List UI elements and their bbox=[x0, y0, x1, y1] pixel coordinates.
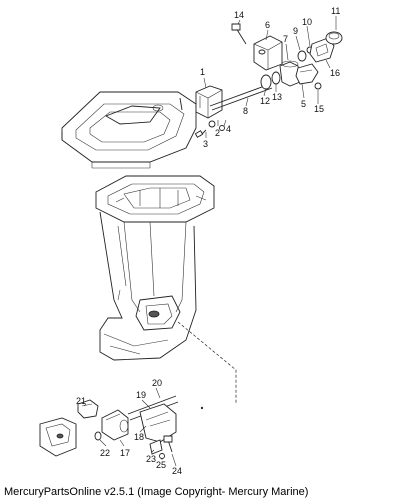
callout-2: 2 bbox=[215, 128, 220, 138]
top-plate bbox=[61, 91, 197, 169]
callout-10: 10 bbox=[302, 17, 312, 27]
driveshaft-housing bbox=[95, 175, 215, 361]
callout-24: 24 bbox=[172, 466, 182, 476]
callout-18: 18 bbox=[134, 432, 144, 442]
callout-6: 6 bbox=[265, 20, 270, 30]
callout-14: 14 bbox=[234, 10, 244, 20]
callout-17: 17 bbox=[120, 448, 130, 458]
callout-23: 23 bbox=[146, 454, 156, 464]
callout-7: 7 bbox=[283, 34, 288, 44]
callout-labels: 1 2 3 4 5 6 7 8 9 10 11 12 13 14 15 16 1… bbox=[76, 6, 340, 476]
callout-19: 19 bbox=[136, 390, 146, 400]
callout-16: 16 bbox=[330, 68, 340, 78]
callout-12: 12 bbox=[260, 96, 270, 106]
callout-8: 8 bbox=[243, 106, 248, 116]
callout-15: 15 bbox=[314, 104, 324, 114]
callout-3: 3 bbox=[203, 139, 208, 149]
callout-1: 1 bbox=[200, 67, 205, 77]
leader-lines bbox=[83, 16, 337, 467]
lower-shift-linkage bbox=[39, 395, 204, 459]
exploded-parts-diagram: 1 2 3 4 5 6 7 8 9 10 11 12 13 14 15 16 1… bbox=[39, 6, 343, 476]
callout-5: 5 bbox=[301, 99, 306, 109]
callout-22: 22 bbox=[100, 448, 110, 458]
callout-21: 21 bbox=[76, 396, 86, 406]
callout-9: 9 bbox=[293, 26, 298, 36]
callout-4: 4 bbox=[226, 124, 231, 134]
callout-20: 20 bbox=[152, 378, 162, 388]
copyright-caption: MercuryPartsOnline v2.5.1 (Image Copyrig… bbox=[4, 486, 309, 498]
callout-25: 25 bbox=[156, 460, 166, 470]
upper-shift-linkage bbox=[194, 23, 343, 138]
callout-13: 13 bbox=[272, 92, 282, 102]
callout-11: 11 bbox=[331, 6, 340, 16]
connection-line bbox=[177, 321, 237, 404]
